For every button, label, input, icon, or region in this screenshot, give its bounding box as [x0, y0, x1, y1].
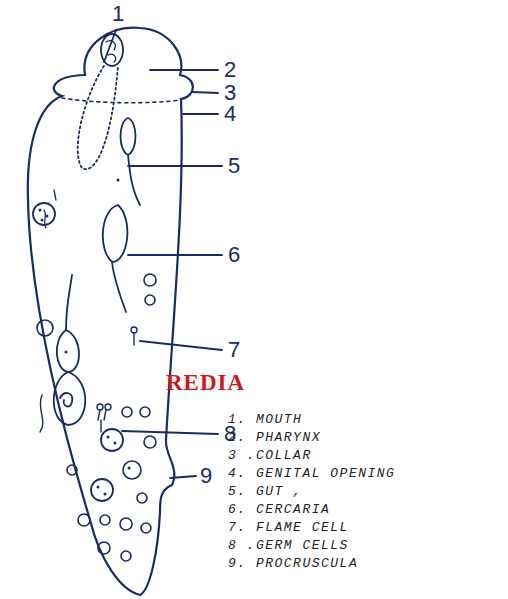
key-entry: 8 .GERM CELLS	[228, 538, 349, 554]
key-entry: 3 .COLLAR	[228, 448, 312, 464]
germ-cell	[137, 493, 147, 503]
germ-dot	[114, 442, 117, 445]
cercaria	[103, 205, 128, 312]
cercaria	[40, 395, 43, 432]
cercaria	[54, 372, 86, 425]
germ-dot	[39, 209, 42, 212]
germ-cell	[140, 407, 150, 417]
germ-dot	[128, 467, 131, 470]
germ-cell	[144, 274, 156, 286]
leader-line	[150, 69, 218, 71]
leader-line	[192, 92, 218, 93]
key-entry: 9. PROCRUSCULA	[228, 556, 358, 572]
callout-number: 9	[200, 464, 212, 488]
cercaria	[121, 118, 141, 205]
callout-number: 5	[228, 154, 240, 178]
leader-line	[140, 341, 222, 350]
key-entry: 7. FLAME CELL	[228, 520, 349, 536]
germ-ball	[33, 203, 55, 225]
key-entry: 2. PHARYNX	[228, 430, 321, 446]
germ-dot	[41, 219, 44, 222]
key-entry: 1. MOUTH	[228, 412, 302, 428]
germ-ball	[91, 479, 113, 501]
germ-cell	[78, 514, 90, 526]
callout-number: 2	[224, 58, 236, 82]
gut	[78, 66, 118, 169]
flame-cell	[97, 404, 103, 410]
germ-dot	[104, 493, 107, 496]
cercaria	[57, 275, 79, 372]
flame-cell	[131, 327, 137, 333]
flame-cell	[133, 333, 134, 345]
leader-lines	[104, 30, 222, 478]
germ-cell	[100, 515, 110, 525]
leader-line	[128, 165, 222, 167]
germ-dot	[117, 179, 120, 182]
callout-number: 4	[224, 102, 236, 126]
germ-dot	[107, 436, 110, 439]
key-entry: 4. GENITAL OPENING	[228, 466, 395, 482]
germ-dot	[46, 215, 49, 218]
leader-line	[122, 431, 218, 434]
body-outline	[28, 28, 193, 595]
germ-dot	[97, 486, 100, 489]
key-entry: 6. CERCARIA	[228, 502, 330, 518]
leader-line	[183, 113, 218, 115]
germ-cell	[121, 551, 131, 561]
flame-cell	[105, 404, 111, 410]
diagram-title: REDIA	[166, 370, 245, 396]
leader-line	[170, 476, 196, 478]
germ-ball	[123, 461, 141, 479]
germ-cell	[141, 523, 151, 533]
callout-number: 1	[112, 2, 124, 26]
germ-ball	[101, 429, 123, 451]
callout-number: 7	[228, 338, 240, 362]
flame-cell	[98, 410, 106, 432]
germ-ball	[37, 320, 53, 336]
germ-cell	[98, 542, 110, 554]
collar-line	[62, 98, 181, 103]
germ-cell	[145, 295, 155, 305]
germ-cell	[122, 407, 132, 417]
callout-number: 6	[228, 243, 240, 267]
leader-line	[104, 30, 116, 62]
leader-line	[128, 254, 222, 256]
germ-cell	[67, 465, 77, 475]
germ-dot	[65, 351, 68, 354]
key-entry: 5. GUT ,	[228, 484, 302, 500]
germ-cell	[144, 436, 156, 448]
germ-cell	[120, 518, 132, 530]
